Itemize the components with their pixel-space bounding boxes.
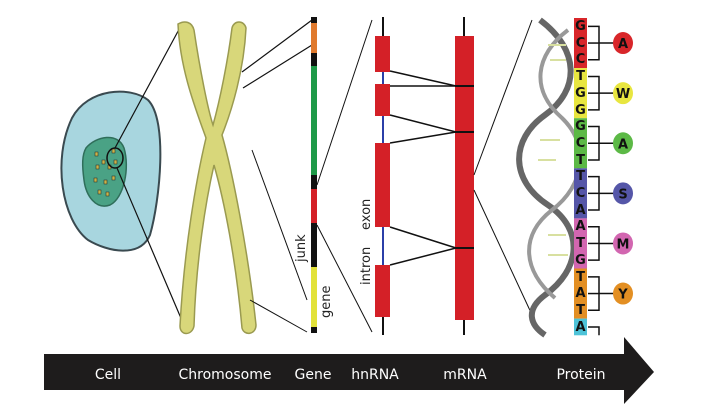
amino-acid-M <box>613 232 633 255</box>
exon-4 <box>375 265 390 317</box>
stage-hnrna: hnRNA <box>351 367 399 383</box>
exon-2 <box>375 84 390 116</box>
junk-label: junk <box>294 234 309 263</box>
amino-acid-label: A <box>618 137 628 152</box>
intron-label: intron <box>359 247 374 285</box>
amino-acid-A <box>613 132 633 155</box>
stage-gene: Gene <box>295 367 332 383</box>
hnrna <box>375 17 390 335</box>
codon-block <box>574 318 587 336</box>
amino-acid-label: S <box>618 187 627 202</box>
codon-bases: A <box>575 319 586 335</box>
nucleotide-sequence: A W A S M Y <box>574 18 633 336</box>
codon-bases: TAT <box>575 269 586 318</box>
exon-1 <box>375 36 390 72</box>
amino-acid-label: Y <box>617 288 628 303</box>
codon-block <box>574 268 587 319</box>
exon-label: exon <box>359 199 374 230</box>
codon-block <box>574 68 587 119</box>
amino-acid-Y <box>613 282 633 305</box>
codon-bases: TGG <box>575 69 586 118</box>
stage-cell: Cell <box>95 367 121 383</box>
codon-block <box>574 218 587 269</box>
gene-label: gene <box>319 286 334 319</box>
stage-protein: Protein <box>556 367 605 383</box>
codon-block <box>574 118 587 169</box>
chromosome <box>177 21 257 335</box>
codon-block <box>574 168 587 219</box>
exon-3 <box>375 143 390 227</box>
amino-acid-label: W <box>616 87 630 102</box>
codon-bases: TCA <box>575 169 586 218</box>
stage-chromosome: Chromosome <box>179 367 272 383</box>
stage-mrna: mRNA <box>443 367 487 383</box>
gene-bar <box>311 17 317 333</box>
codon-block <box>574 18 587 69</box>
amino-acid-A <box>613 32 633 55</box>
nucleus-chromosomes <box>93 148 118 197</box>
mrna <box>455 17 474 335</box>
codon-bases: GCC <box>575 19 586 68</box>
amino-acid-label: M <box>617 237 630 252</box>
process-arrow <box>44 337 654 404</box>
amino-acid-S <box>613 182 633 205</box>
dna-helix-icon <box>516 17 583 338</box>
amino-acid-W <box>613 82 633 105</box>
codon-bases: ATG <box>575 219 586 268</box>
amino-acid-label: A <box>618 37 628 52</box>
cell <box>60 90 162 252</box>
codon-bases: GCT <box>575 119 586 168</box>
